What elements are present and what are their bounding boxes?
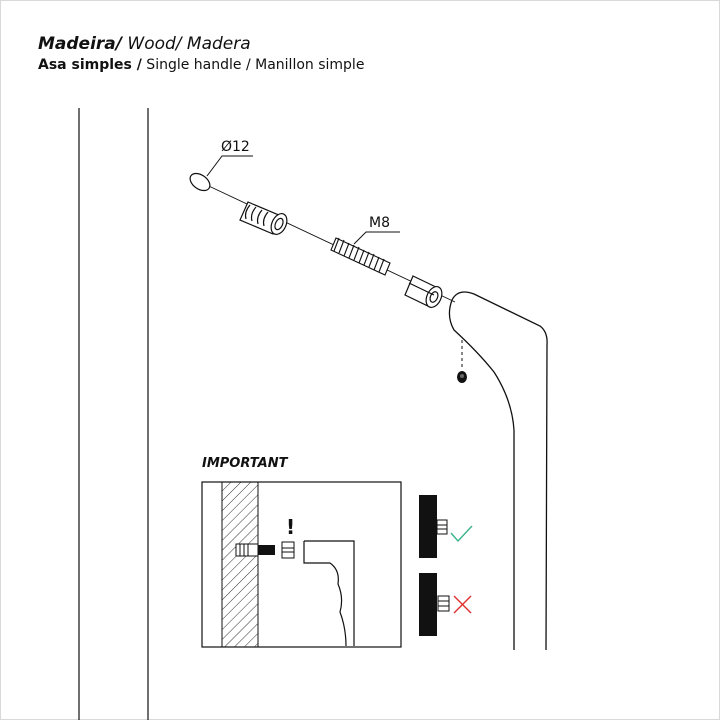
hole-diameter-callout: Ø12 [206,139,253,177]
door-panel [78,108,149,720]
important-heading: IMPORTANT [202,456,289,471]
material-title-translations: Wood/ Madera [121,34,251,54]
handle-icon [448,291,548,651]
material-title: Madeira/ Wood/ Madera [38,34,251,54]
product-subtitle: Asa simples / Single handle / Manillon s… [38,57,364,73]
hole-diameter-label: Ø12 [221,139,250,155]
detail-handle-icon [303,540,355,647]
correct-check-icon [450,525,473,543]
threaded-rod-icon [330,237,391,276]
wrong-cross-icon [453,595,472,614]
set-screw-icon [457,340,467,383]
product-subtitle-pt: Asa simples / [38,57,142,73]
wrong-example [419,573,472,636]
socket-nut-icon [404,275,443,308]
product-subtitle-translations: Single handle / Manillon simple [141,57,365,73]
material-title-pt: Madeira/ [38,34,122,54]
detail-nut-icon [281,541,295,559]
screw-size-label: M8 [369,215,390,231]
correct-example [419,495,473,558]
drill-hole-icon [189,172,211,192]
threaded-insert-icon [239,201,288,235]
screw-size-callout: M8 [353,215,400,245]
warning-exclamation: ! [286,515,295,539]
important-detail-box: ! [201,481,402,648]
